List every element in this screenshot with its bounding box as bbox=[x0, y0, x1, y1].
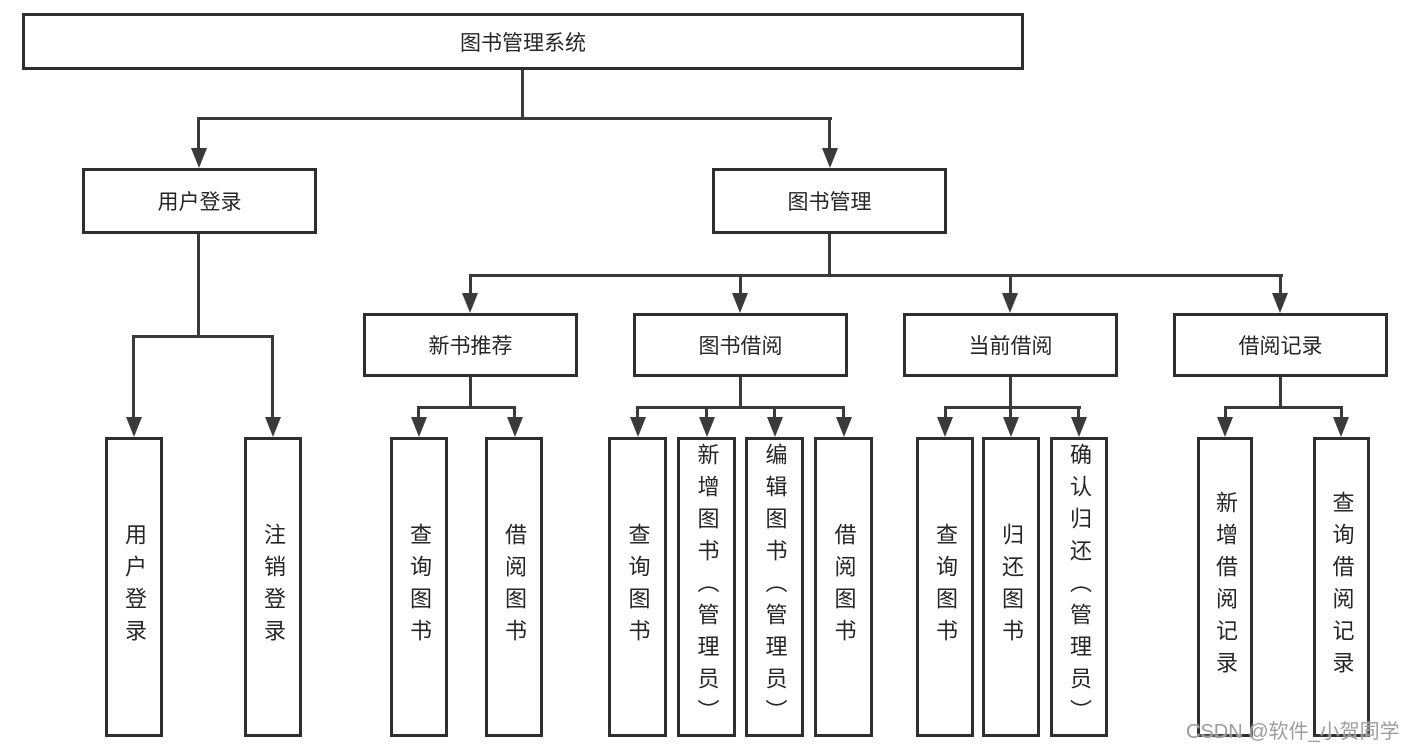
node-new-book-recommend: 新书推荐 bbox=[363, 313, 578, 377]
arrow-down-icon bbox=[767, 417, 783, 437]
node-user-login: 用户登录 bbox=[82, 168, 317, 234]
leaf-add-borrow-record: 新增借阅记录 bbox=[1197, 437, 1253, 737]
arrow-down-icon bbox=[1333, 417, 1349, 437]
arrow-down-icon bbox=[507, 417, 523, 437]
leaf-logout: 注销登录 bbox=[244, 437, 302, 737]
leaf-confirm-return-admin: 确认归还（管理员） bbox=[1050, 437, 1108, 737]
leaf-borrow-books-recommend: 借阅图书 bbox=[485, 437, 543, 737]
arrow-down-icon bbox=[462, 293, 478, 313]
arrow-down-icon bbox=[126, 417, 142, 437]
arrow-down-icon bbox=[1272, 293, 1288, 313]
leaf-user-login: 用户登录 bbox=[105, 437, 163, 737]
leaf-query-borrow-record: 查询借阅记录 bbox=[1313, 437, 1370, 737]
leaf-query-books-recommend: 查询图书 bbox=[390, 437, 448, 737]
leaf-query-books-borrow: 查询图书 bbox=[608, 437, 667, 737]
csdn-watermark: CSDN @软件_小贺同学 bbox=[1186, 721, 1400, 743]
leaf-borrow-books: 借阅图书 bbox=[814, 437, 873, 737]
arrow-down-icon bbox=[699, 417, 715, 437]
node-root-system: 图书管理系统 bbox=[22, 13, 1024, 70]
arrow-down-icon bbox=[191, 148, 207, 168]
arrow-down-icon bbox=[265, 417, 281, 437]
leaf-return-books: 归还图书 bbox=[982, 437, 1040, 737]
arrow-down-icon bbox=[836, 417, 852, 437]
leaf-query-books-current: 查询图书 bbox=[916, 437, 974, 737]
node-borrow-records: 借阅记录 bbox=[1173, 313, 1388, 377]
node-book-management: 图书管理 bbox=[712, 168, 947, 234]
arrow-down-icon bbox=[732, 293, 748, 313]
arrow-down-icon bbox=[630, 417, 646, 437]
arrow-down-icon bbox=[411, 417, 427, 437]
arrow-down-icon bbox=[1003, 417, 1019, 437]
arrow-down-icon bbox=[1002, 293, 1018, 313]
arrow-down-icon bbox=[1071, 417, 1087, 437]
node-current-borrow: 当前借阅 bbox=[903, 313, 1118, 377]
arrow-down-icon bbox=[937, 417, 953, 437]
leaf-edit-books-admin: 编辑图书（管理员） bbox=[745, 437, 804, 737]
arrow-down-icon bbox=[822, 148, 838, 168]
leaf-add-books-admin: 新增图书（管理员） bbox=[677, 437, 736, 737]
node-book-borrow: 图书借阅 bbox=[633, 313, 848, 377]
arrow-down-icon bbox=[1217, 417, 1233, 437]
